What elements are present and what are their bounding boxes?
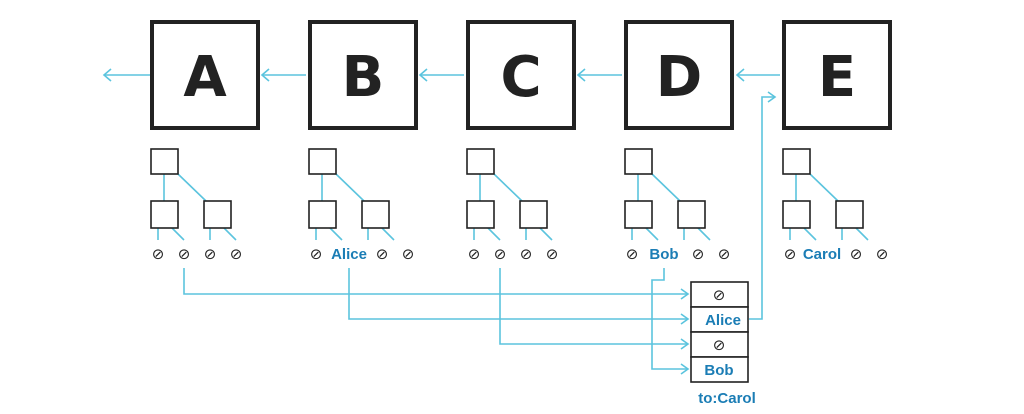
connector-tx-to-block-e [749,96,775,320]
leaf-null: ⊘ [876,245,889,263]
block-d [624,20,734,130]
merkle-branch-node [308,200,337,229]
arrow-head [680,338,690,350]
arrow-head [680,288,690,300]
merkle-branch-node [782,200,811,229]
chain-arrow-head [102,68,112,82]
tx-input-3 [690,356,749,383]
merkle-branch-node [203,200,232,229]
block-e [782,20,892,130]
chain-arrow-head [418,68,428,82]
merkle-root-node [782,148,811,175]
chain-arrow-head [735,68,745,82]
connector-alice-to-input-1 [348,268,688,320]
merkle-trees [150,148,869,241]
tx-input-2-value: ⊘ [713,336,726,354]
merkle-root-node [308,148,337,175]
leaf-null: ⊘ [494,245,507,263]
block-a-label: A [183,45,227,110]
merkle-tree-e [782,148,869,241]
leaf-null: ⊘ [520,245,533,263]
leaf-null: ⊘ [310,245,323,263]
leaf-null: ⊘ [850,245,863,263]
tx-input-0-value: ⊘ [713,286,726,304]
leaf-null: ⊘ [718,245,731,263]
tree-edge [487,227,501,241]
tree-edge [539,227,553,241]
input-connectors [183,91,777,375]
leaf-null: ⊘ [230,245,243,263]
merkle-tree-a [150,148,237,241]
merkle-root-node [466,148,495,175]
merkle-root-node [150,148,179,175]
tree-edge [335,173,365,202]
merkle-branch-node [150,200,179,229]
tree-edge [381,227,395,241]
tree-edge [223,227,237,241]
transaction-box: ⊘ Alice ⊘ Bob to:Carol [690,281,756,407]
leaf-carol: Carol [803,246,841,263]
tx-input-1-value: Alice [705,312,741,329]
merkle-tree-c [466,148,553,241]
merkle-branch-node [519,200,548,229]
tree-edge [651,173,681,202]
arrow-head [680,313,690,325]
tree-edge [803,227,817,241]
chain-arrows [102,68,780,82]
tx-input-2 [690,331,749,358]
arrow-head [680,363,690,375]
leaf-null: ⊘ [178,245,191,263]
tree-edge [645,227,659,241]
leaf-null: ⊘ [376,245,389,263]
tree-edge [697,227,711,241]
block-d-label: D [656,45,702,110]
merkle-tree-d [624,148,711,241]
connector-a-to-input-0 [183,268,688,295]
block-a [150,20,260,130]
leaf-null: ⊘ [152,245,165,263]
tree-edge [809,173,839,202]
leaf-null: ⊘ [204,245,217,263]
merkle-branch-node [361,200,390,229]
leaf-null: ⊘ [692,245,705,263]
leaf-null: ⊘ [784,245,797,263]
merkle-root-node [624,148,653,175]
merkle-branch-node [835,200,864,229]
block-b-label: B [342,45,385,110]
connector-c-to-input-2 [499,268,688,345]
tree-edge [329,227,343,241]
chain-arrow-head [576,68,586,82]
connector-bob-to-input-3 [651,268,688,370]
leaf-null: ⊘ [546,245,559,263]
tx-input-0 [690,281,749,308]
tx-input-3-value: Bob [704,362,733,379]
blocks: A B C D E [150,20,892,130]
leaf-null: ⊘ [626,245,639,263]
merkle-tree-b [308,148,395,241]
merkle-branch-node [677,200,706,229]
tx-input-1 [690,306,749,333]
chain-arrow-head [260,68,270,82]
leaf-bob: Bob [649,246,678,263]
block-c-label: C [500,45,541,110]
block-b [308,20,418,130]
leaf-alice: Alice [331,246,367,263]
tx-recipient-label: to:Carol [698,390,756,407]
block-c [466,20,576,130]
merkle-branch-node [466,200,495,229]
arrow-head [767,91,777,103]
tree-edge [171,227,185,241]
tree-edge [493,173,523,202]
tree-edge [177,173,207,202]
merkle-branch-node [624,200,653,229]
merkle-leaves: ⊘ ⊘ ⊘ ⊘ ⊘ Alice ⊘ ⊘ ⊘ ⊘ ⊘ ⊘ ⊘ Bob ⊘ ⊘ ⊘ … [152,245,889,263]
leaf-null: ⊘ [402,245,415,263]
block-e-label: E [818,45,856,110]
tree-edge [855,227,869,241]
leaf-null: ⊘ [468,245,481,263]
